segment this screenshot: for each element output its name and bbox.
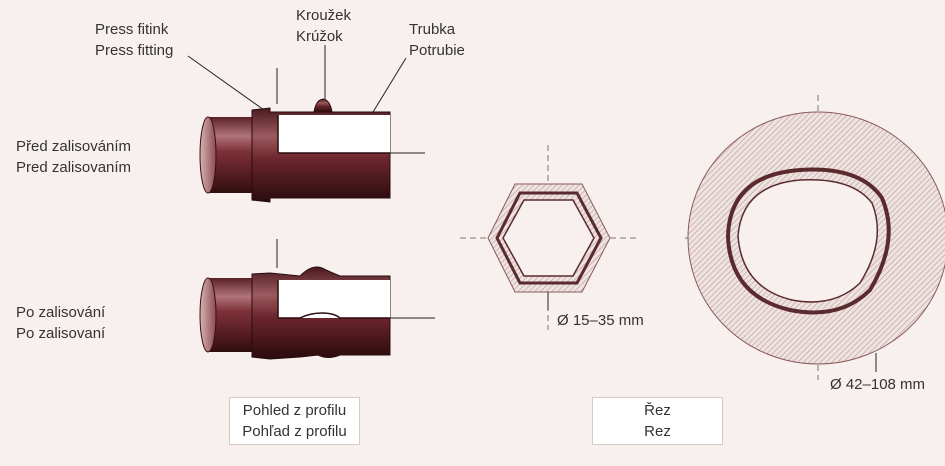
profile-view-caption-sk: Pohľad z profilu xyxy=(242,423,347,440)
after-pressing-label-cz: Po zalisování xyxy=(16,304,106,321)
before-pressing-label: Před zalisováním Pred zalisovaním xyxy=(16,136,131,178)
round-section xyxy=(685,95,945,380)
press-fitting-label-sk: Press fitting xyxy=(95,42,174,59)
ring-label: Kroužek Krúžok xyxy=(296,5,351,47)
profile-view-caption-cz: Pohled z profilu xyxy=(242,402,347,419)
press-fitting-label: Press fitink Press fitting xyxy=(95,19,173,61)
press-fitting-label-cz: Press fitink xyxy=(95,21,169,38)
section-caption: Řez Rez xyxy=(592,397,723,445)
ring-label-cz: Kroužek xyxy=(296,7,352,24)
ring-label-sk: Krúžok xyxy=(296,28,343,45)
leader-lines xyxy=(187,45,407,113)
fitting-before-pressing xyxy=(199,68,425,203)
section-caption-sk: Rez xyxy=(644,423,671,440)
large-diameter-label: Ø 42–108 mm xyxy=(830,376,926,393)
before-pressing-label-cz: Před zalisováním xyxy=(16,138,132,155)
profile-view-caption: Pohled z profilu Pohľad z profilu xyxy=(229,397,360,445)
tube-label-sk: Potrubie xyxy=(409,42,465,59)
section-caption-cz: Řez xyxy=(644,402,671,419)
tube-label: Trubka Potrubie xyxy=(409,19,465,61)
small-diameter-label: Ø 15–35 mm xyxy=(557,312,644,329)
after-pressing-label: Po zalisování Po zalisovaní xyxy=(16,302,105,344)
hexagon-section xyxy=(460,145,640,330)
before-pressing-label-sk: Pred zalisovaním xyxy=(16,159,132,176)
fitting-after-pressing xyxy=(199,239,435,360)
tube-label-cz: Trubka xyxy=(409,21,456,38)
after-pressing-label-sk: Po zalisovaní xyxy=(16,325,106,342)
